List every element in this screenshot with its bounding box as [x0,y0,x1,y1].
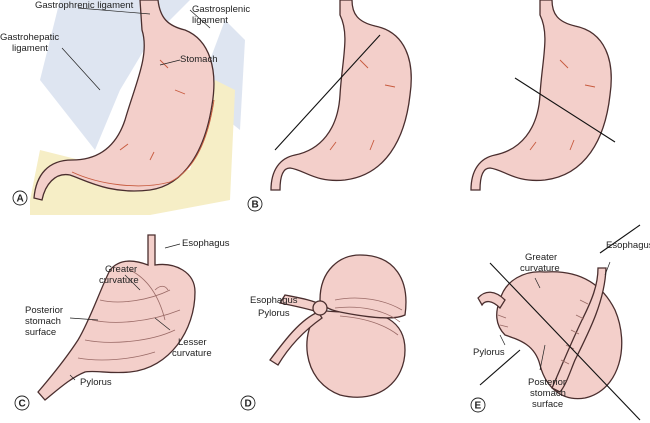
label-esophagus-e: Esophagus [606,240,650,251]
label-gastrohepatic-ligament-2: ligament [12,43,48,54]
panel-e: Esophagus Greater curvature Pylorus Post… [470,224,650,421]
panel-badge-c [14,395,30,411]
panel-badge-e [470,397,486,413]
panel-d: Esophagus Pylorus D [240,254,407,411]
label-posterior-surface-e-2: stomach [530,388,566,399]
label-posterior-surface-c-2: stomach [25,316,61,327]
label-greater-curvature-e: Greater [525,252,557,263]
label-esophagus-d: Esophagus [250,295,298,306]
label-gastrophrenic-ligament: Gastrophrenic ligament [35,0,134,11]
label-gastrosplenic-ligament-2: ligament [192,15,228,26]
axis-esophagus-e [599,224,641,254]
label-posterior-surface-e: Posterior [528,377,566,388]
panel-badge-d [240,395,256,411]
panel-b-second [470,0,616,191]
stomach-b [270,0,412,191]
duodenum-e [477,291,506,310]
panel-letter-a: A [17,194,24,205]
gastroepiploic-vessel [71,99,215,187]
panel-letter-b: B [252,200,259,211]
panel-letter-c: C [19,399,26,410]
stomach-a [33,0,215,201]
rotation-axis-b2 [514,77,616,143]
label-posterior-surface-e-3: surface [532,399,563,410]
stomach-vessels-b2 [529,59,596,151]
esophagus-e [551,267,607,393]
label-gastrohepatic-ligament: Gastrohepatic [0,32,59,43]
label-gastrosplenic-ligament: Gastrosplenic [192,4,250,15]
stomach-d-lower [306,309,406,398]
panel-b: B [247,0,412,212]
label-greater-curvature-e-2: curvature [520,263,560,274]
label-posterior-surface-c: Posterior [25,305,63,316]
label-greater-curvature-c-2: curvature [99,275,139,286]
stomach-folds-d [334,297,403,336]
label-lesser-curvature-c-2: curvature [172,348,212,359]
panel-c: Esophagus Greater curvature Posterior st… [14,234,230,411]
rotation-axis-e [489,262,641,421]
leader-lines-e [499,261,611,371]
stomach-folds-c [77,269,181,361]
panel-badge-b [247,196,263,212]
leader-lines-c [69,243,181,381]
label-lesser-curvature-c: Lesser [178,337,207,348]
stomach-vessels-b [329,59,396,151]
label-stomach: Stomach [180,54,218,65]
omentum-fat [30,80,235,215]
label-greater-curvature-c: Greater [105,264,137,275]
leader-lines-a [61,7,211,91]
label-pylorus-e: Pylorus [473,347,505,358]
panel-letter-d: D [245,399,252,410]
axis-pylorus-e [479,349,521,386]
panel-letter-e: E [475,401,482,412]
rotation-axis-b [274,34,381,151]
panel-a: Gastrophrenic ligament Gastrohepatic lig… [0,0,250,215]
label-pylorus-d: Pylorus [258,308,290,319]
torsion-knot-d [312,300,328,316]
label-pylorus-c: Pylorus [80,377,112,388]
label-esophagus-c: Esophagus [182,238,230,249]
label-posterior-surface-c-3: surface [25,327,56,338]
stomach-c [37,234,196,401]
stomach-d-upper [319,254,407,319]
panel-badge-a [12,190,28,206]
